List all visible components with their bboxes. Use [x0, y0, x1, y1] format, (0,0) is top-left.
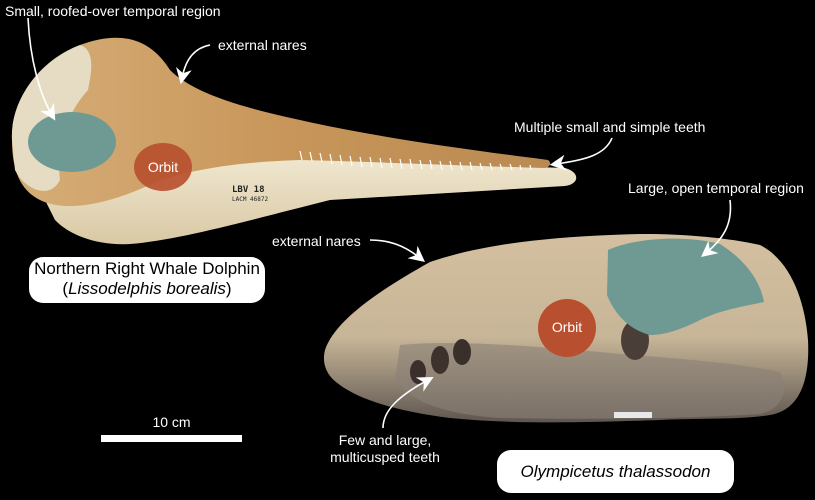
scale-bar [101, 435, 242, 442]
label-teeth-large-line2: multicusped teeth [330, 449, 440, 465]
paren-close: ) [225, 279, 232, 298]
fossil-scientific-name: Olympicetus thalassodon [520, 462, 711, 481]
paren-open: ( [62, 279, 69, 298]
specimen-tag: LBV 18 LACM 46872 [232, 186, 268, 204]
specimen-tag-line1: LBV 18 [232, 185, 265, 195]
label-nares-bottom: external nares [272, 233, 361, 249]
arrow-temporal-large [701, 199, 732, 258]
label-temporal-small: Small, roofed-over temporal region [5, 3, 221, 19]
arrow-teeth-large [382, 376, 434, 429]
label-teeth-simple: Multiple small and simple teeth [514, 119, 706, 135]
temporal-region-small [28, 112, 116, 172]
dolphin-scientific-name: Lissodelphis borealis [68, 279, 226, 298]
species-box-dolphin: Northern Right Whale Dolphin (Lissodelph… [29, 257, 265, 303]
orbit-label-bottom: Orbit [551, 319, 583, 335]
fossil-skull [323, 234, 809, 423]
label-nares-top: external nares [218, 37, 307, 53]
dolphin-common-name: Northern Right Whale Dolphin [34, 259, 260, 278]
annotation-arrows [27, 17, 732, 429]
arrow-temporal-small [27, 17, 56, 121]
specimen-tag-line2: LACM 46872 [232, 196, 269, 203]
dolphin-scientific-line: (Lissodelphis borealis) [29, 279, 265, 299]
label-temporal-large: Large, open temporal region [628, 180, 804, 196]
scale-bar-label: 10 cm [152, 414, 191, 430]
orbit-label-top: Orbit [147, 159, 179, 175]
orbit-marker-top [134, 143, 192, 191]
dolphin-skull [11, 37, 577, 245]
orbit-marker-bottom [538, 299, 596, 357]
species-box-fossil: Olympicetus thalassodon [497, 450, 734, 493]
arrow-teeth-simple [549, 137, 613, 171]
arrow-nares-bottom [369, 239, 425, 262]
label-teeth-large: Few and large, multicusped teeth [310, 432, 460, 466]
arrow-nares-top [176, 44, 211, 85]
label-teeth-large-line1: Few and large, [338, 432, 432, 448]
temporal-region-large [607, 238, 764, 335]
